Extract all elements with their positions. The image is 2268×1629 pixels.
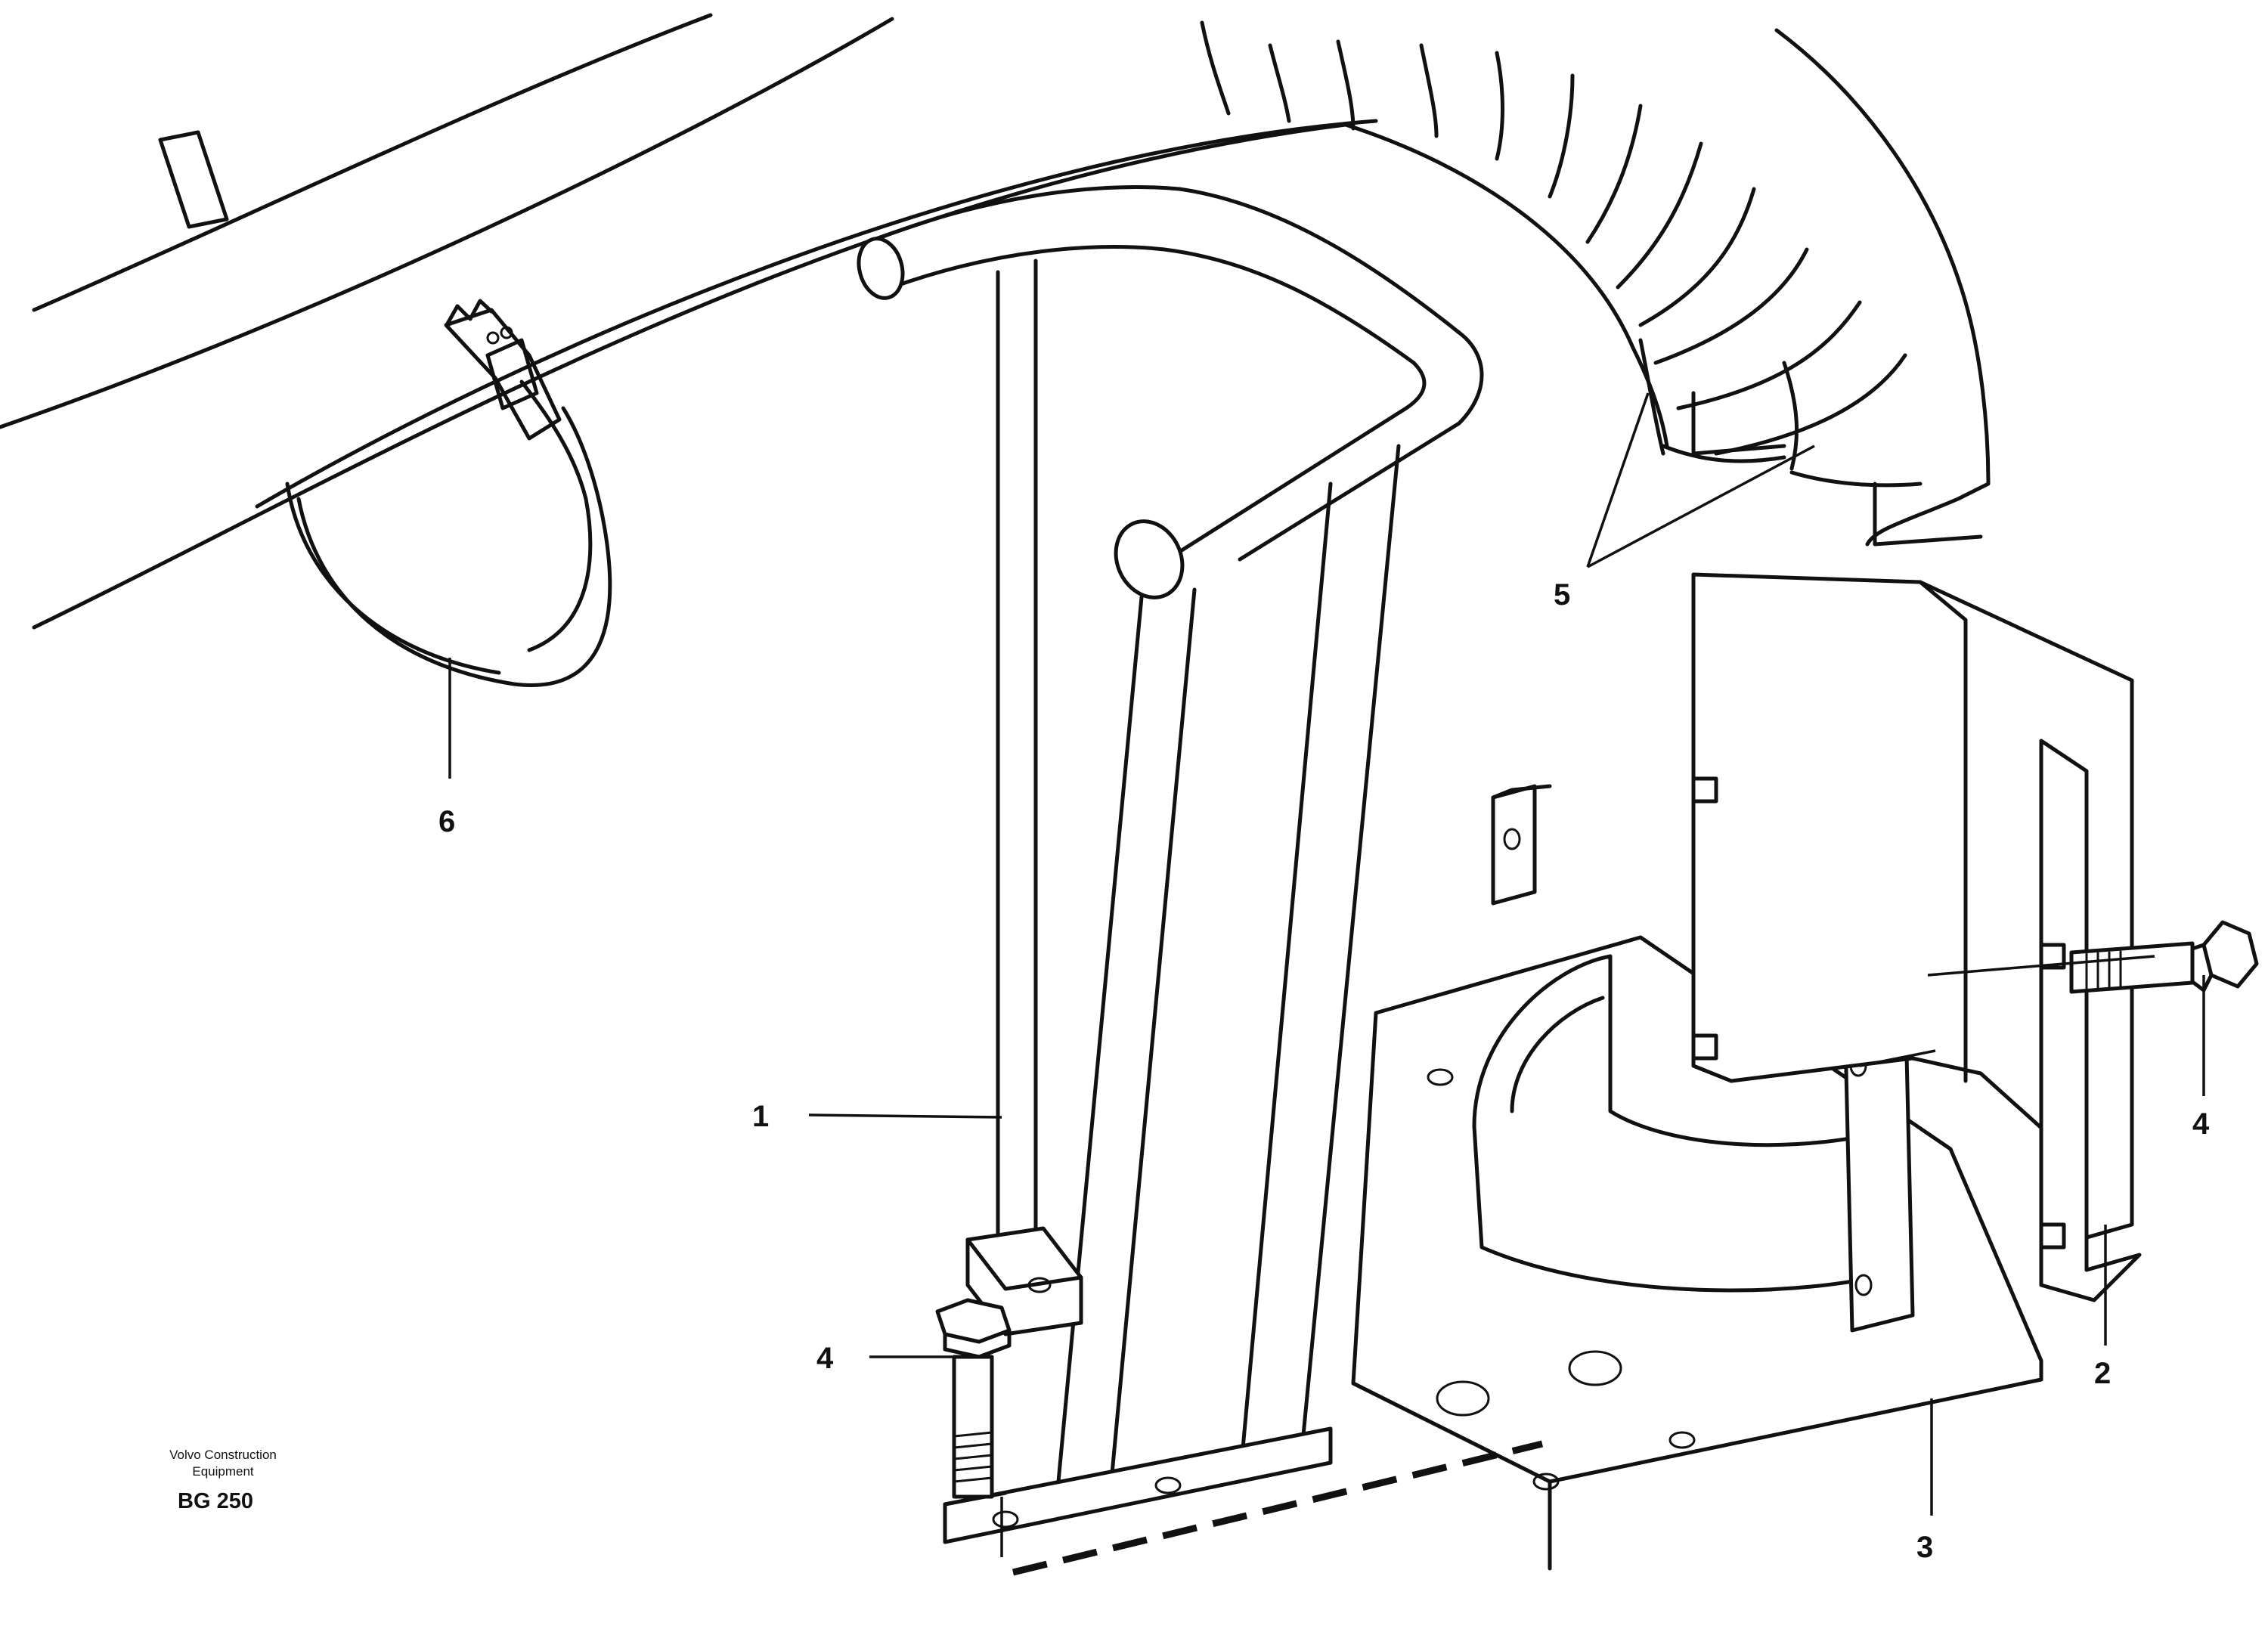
frame-hose-outline xyxy=(0,13,1378,630)
callout-4-right: 4 xyxy=(2192,1107,2210,1141)
hose-clamp xyxy=(158,130,612,687)
guard-plate xyxy=(1691,572,2142,1302)
callout-6: 6 xyxy=(438,805,455,838)
bolt-left xyxy=(935,1298,1012,1499)
caption-manufacturer-line2: Equipment xyxy=(192,1464,254,1479)
tubular-bracket xyxy=(857,185,1484,1544)
callout-5: 5 xyxy=(1554,578,1570,612)
callout-1: 1 xyxy=(752,1100,769,1133)
hidden-outline-dashed xyxy=(1012,1440,1544,1576)
caption-drawing-code: BG 250 xyxy=(178,1489,253,1513)
base-plate xyxy=(1351,784,2043,1571)
caption-manufacturer: Volvo Construction xyxy=(169,1448,277,1462)
bolt-right xyxy=(2069,920,2259,994)
callout-2: 2 xyxy=(2094,1357,2111,1390)
callout-3: 3 xyxy=(1916,1531,1933,1564)
leader-lines xyxy=(448,392,2205,1557)
corrugated-sleeve xyxy=(1200,20,1991,547)
callout-4-left: 4 xyxy=(816,1342,834,1375)
